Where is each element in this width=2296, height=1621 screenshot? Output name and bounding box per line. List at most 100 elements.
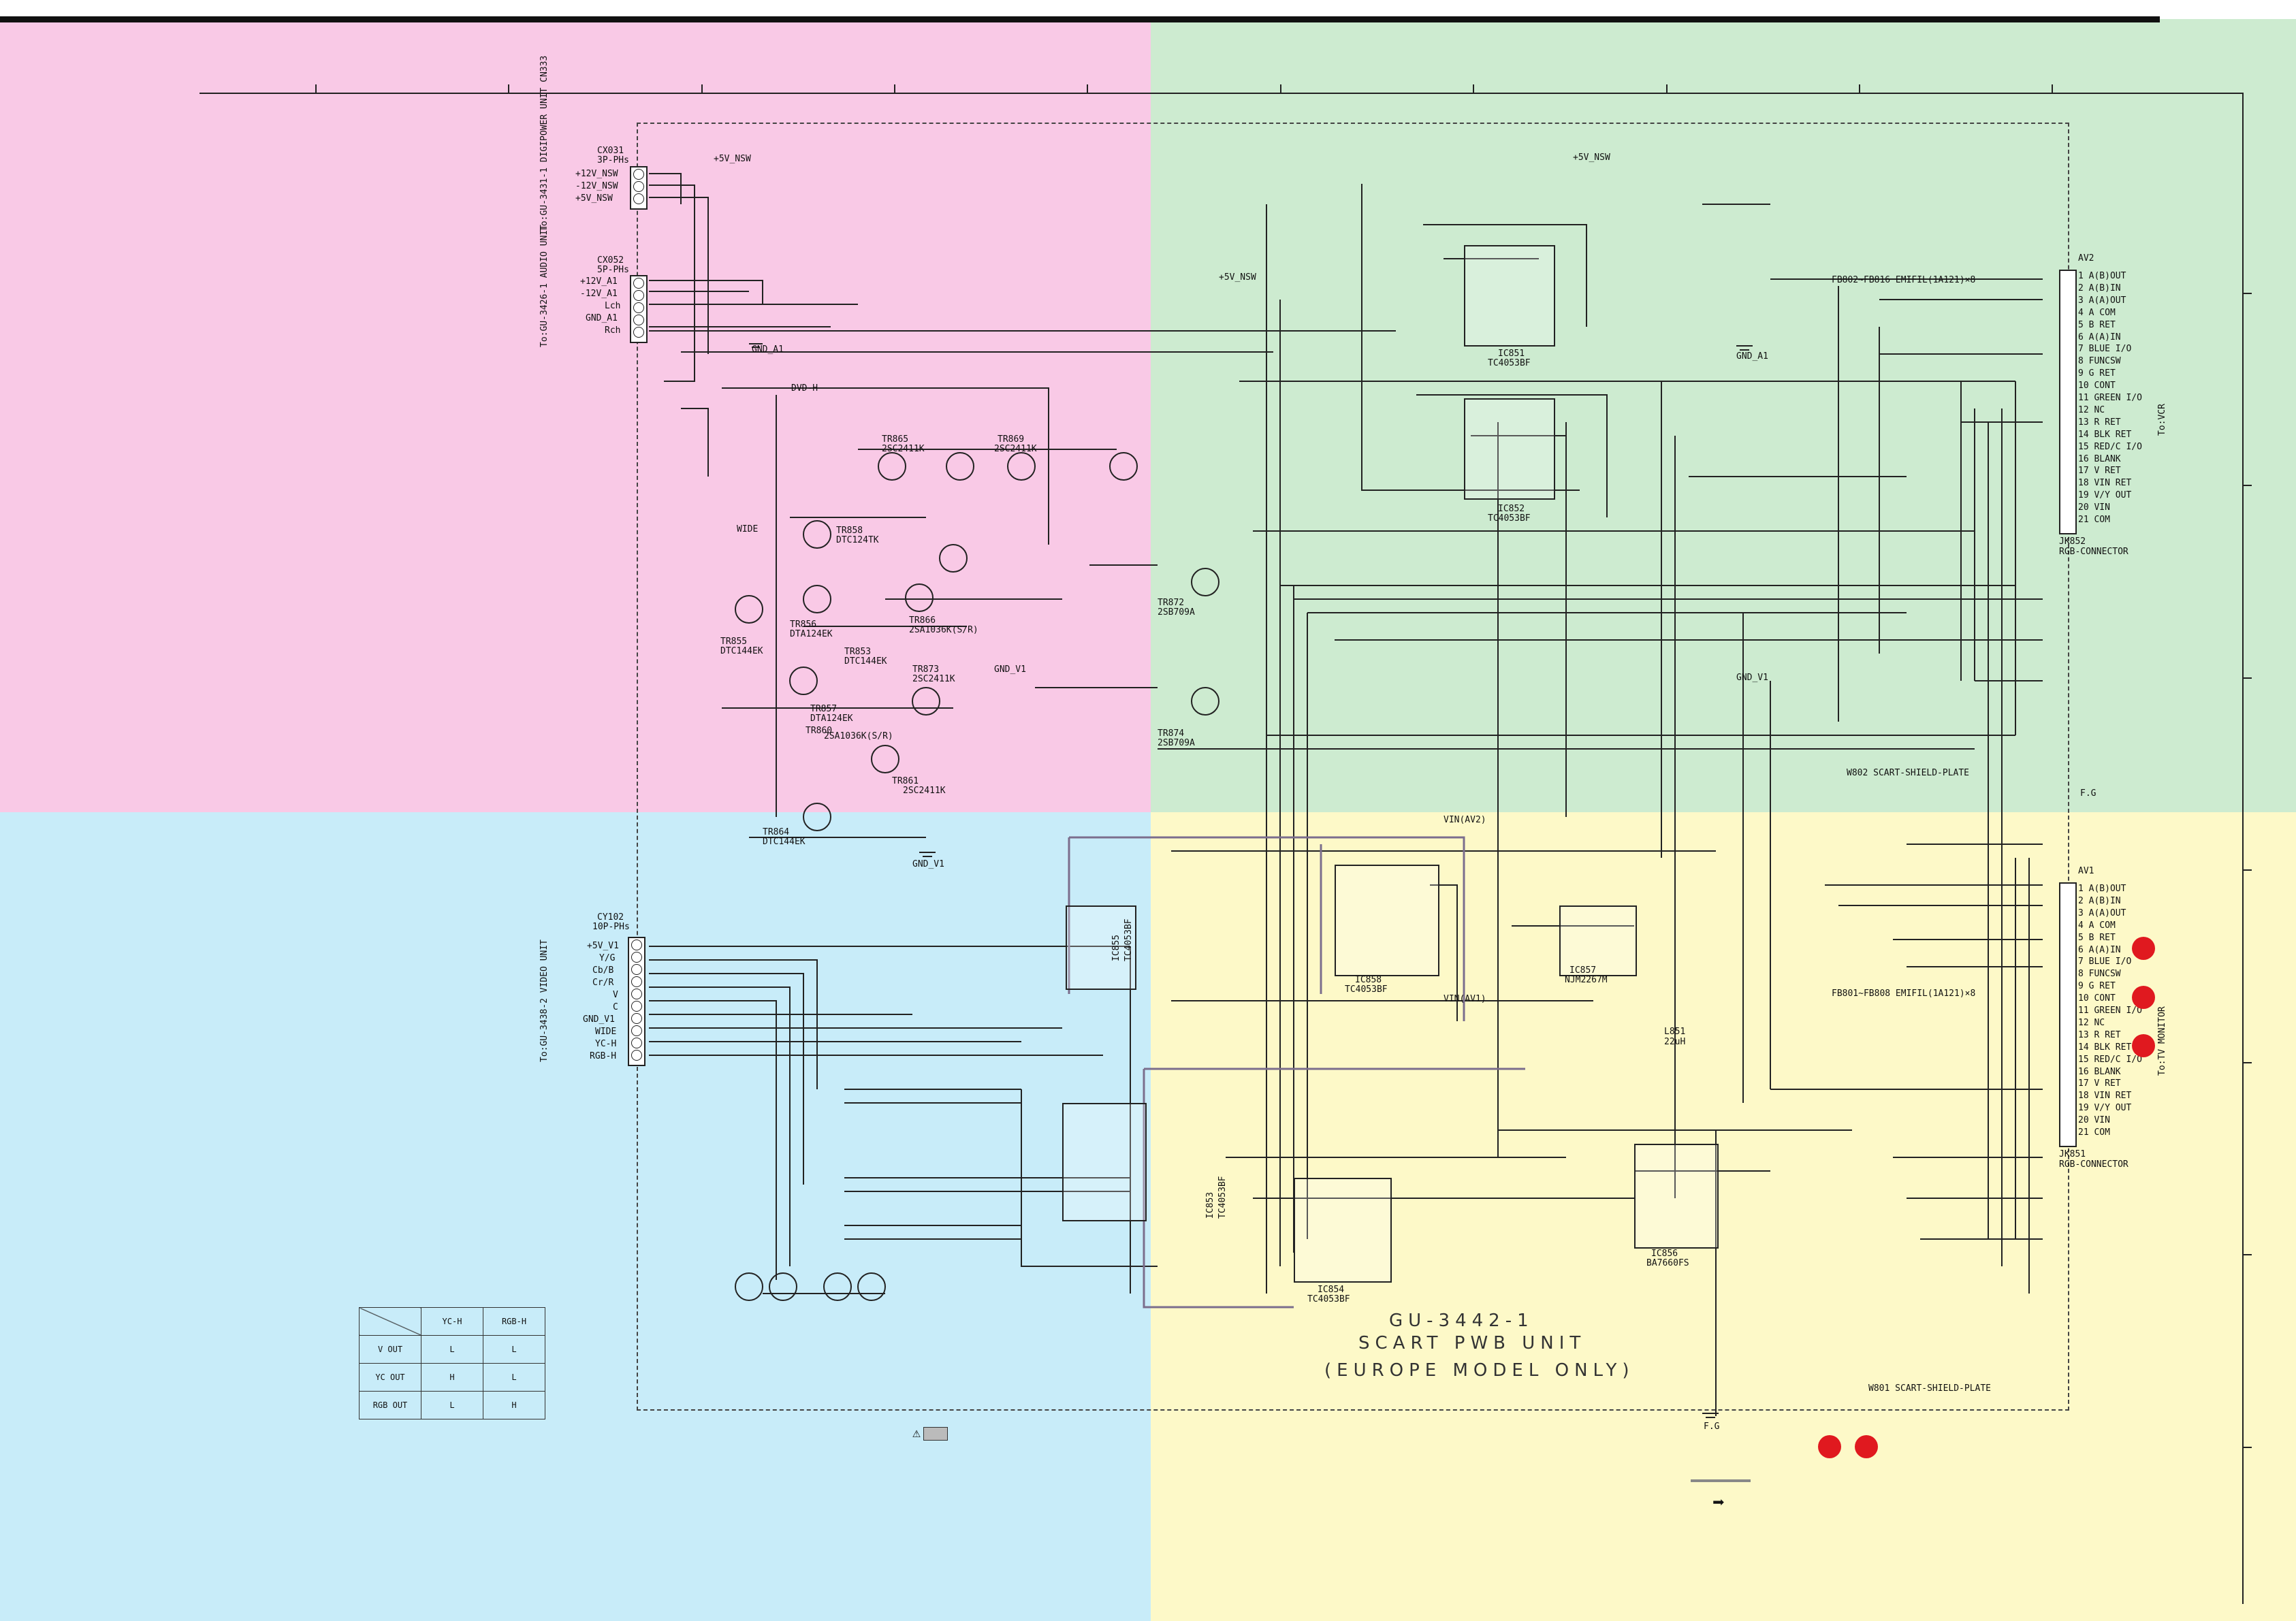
cy102-type: 10P-PHs [592, 922, 630, 932]
transistor-part: 2SC2411K [882, 444, 925, 454]
red-marker-dot [2132, 1034, 2155, 1057]
ground-label: GND_V1 [912, 859, 944, 869]
grid-ruler-right [2242, 93, 2244, 1604]
ic854-ref: IC854 [1318, 1285, 1345, 1295]
ruler-tick [2244, 1062, 2252, 1063]
ruler-tick [1280, 84, 1281, 93]
pwb-outline [637, 123, 2069, 1411]
cx052-pin: Rch [605, 325, 621, 336]
ic854-body [1294, 1178, 1392, 1283]
red-marker-dot [1855, 1435, 1878, 1458]
truth-table-row: YC OUT H L [359, 1363, 545, 1392]
av2-pin-label: 20 VIN [2078, 502, 2110, 513]
av2-pin-label: 7 BLUE I/O [2078, 344, 2132, 355]
av1-connector [2059, 882, 2077, 1147]
truth-cell: L [421, 1391, 483, 1419]
truth-cell: H [421, 1363, 483, 1392]
cx052-pin: Lch [605, 301, 621, 311]
cx031-pin: +12V_NSW [575, 169, 618, 179]
ground-label: GND_A1 [1736, 351, 1768, 362]
av2-pin-label: 5 B RET [2078, 319, 2116, 330]
ic857-ref: IC857 [1569, 965, 1597, 976]
transistor-part: 2SA1036K(S/R) [909, 625, 978, 635]
ruler-tick [894, 84, 895, 93]
cx031-ref: CX031 [597, 146, 624, 156]
av2-ref: AV2 [2078, 253, 2094, 263]
av2-pin-label: 16 BLANK [2078, 453, 2121, 464]
ruler-tick [2052, 84, 2053, 93]
transistor-ref: TR855 [720, 637, 748, 647]
ic851-ref: IC851 [1498, 349, 1525, 359]
net-label: +5V_NSW [714, 154, 751, 164]
transistor-part: 2SA1036K(S/R) [824, 731, 893, 741]
ic858-ref: IC858 [1355, 975, 1382, 985]
av2-pin-label: 6 A(A)IN [2078, 332, 2121, 342]
cx052-pin: GND_A1 [586, 313, 618, 323]
board-subtitle: SCART PWB UNIT [1358, 1333, 1587, 1353]
net-label: VIN(AV1) [1444, 994, 1486, 1004]
av2-pin-label: 3 A(A)OUT [2078, 295, 2126, 306]
transistor-ref: TR861 [892, 776, 919, 786]
cx052-pin: -12V_A1 [580, 289, 618, 299]
ruler-tick [2244, 1254, 2252, 1255]
av2-pin-label: 17 V RET [2078, 466, 2121, 477]
transistor-part: DTC144EK [844, 656, 887, 667]
warning-icon: ⚠ [912, 1424, 948, 1441]
av1-pin-label: 11 GREEN I/O [2078, 1006, 2142, 1016]
transistor-ref: TR857 [810, 704, 838, 714]
cy102-connector [628, 937, 645, 1066]
transistor-part: DTC124TK [836, 535, 879, 545]
ic858-body [1335, 865, 1439, 976]
ic852-body [1464, 398, 1555, 500]
av1-pin-label: 18 VIN RET [2078, 1091, 2132, 1102]
truth-table-row: RGB OUT L H [359, 1391, 545, 1419]
av1-pin-label: 12 NC [2078, 1017, 2105, 1028]
av1-pin-label: 6 A(A)IN [2078, 944, 2121, 955]
av1-pin-label: 17 V RET [2078, 1078, 2121, 1089]
transistor-part: 2SC2411K [912, 674, 955, 684]
ic852-ref: IC852 [1498, 504, 1525, 514]
av2-pin-label: 12 NC [2078, 404, 2105, 415]
net-label: +5V_NSW [1219, 272, 1256, 283]
ruler-tick [2244, 293, 2252, 294]
cy102-pin: WIDE [595, 1027, 617, 1037]
cy102-pin: RGB-H [590, 1051, 617, 1061]
cx031-pin: +5V_NSW [575, 193, 613, 204]
av1-pin-label: 20 VIN [2078, 1115, 2110, 1126]
av1-pin-label: 15 RED/C I/O [2078, 1054, 2142, 1065]
ruler-tick [1859, 84, 1860, 93]
transistor-ref: TR856 [790, 620, 817, 630]
cx052-ref: CX052 [597, 255, 624, 266]
transistor-ref: TR860 [806, 726, 833, 736]
transistor-ref: TR866 [909, 615, 936, 626]
ic852-part: TC4053BF [1488, 513, 1531, 524]
cy102-pin: GND_V1 [583, 1014, 615, 1025]
ground-label: GND_V1 [994, 664, 1026, 675]
transistor-part: DTA124EK [810, 713, 853, 724]
av2-pin-label: 2 A(B)IN [2078, 283, 2121, 293]
cx031-type: 3P-PHs [597, 155, 629, 165]
av1-pin-label: 4 A COM [2078, 920, 2116, 931]
top-border-bar [0, 16, 2160, 22]
truth-table-row: V OUT L L [359, 1335, 545, 1364]
ic853-body [1062, 1103, 1147, 1221]
board-note: (EUROPE MODEL ONLY) [1324, 1360, 1635, 1381]
inductor-label: L851 22uH [1664, 1027, 1686, 1047]
ic851-part: TC4053BF [1488, 358, 1531, 368]
transistor-part: 2SC2411K [903, 786, 946, 796]
transistor-ref: TR858 [836, 526, 863, 536]
truth-cell: L [421, 1335, 483, 1364]
ic855-body [1066, 905, 1136, 990]
net-label: DVD-H [791, 383, 818, 394]
transistor-ref: TR865 [882, 434, 909, 445]
av1-pin-label: 19 V/Y OUT [2078, 1103, 2132, 1114]
grid-ruler-top [200, 93, 2242, 94]
transistor-ref: TR874 [1158, 728, 1185, 739]
av1-pin-label: 14 BLK RET [2078, 1042, 2132, 1053]
av2-connector [2059, 270, 2077, 534]
ruler-tick [2244, 869, 2252, 871]
net-label: +5V_NSW [1573, 153, 1610, 163]
av2-pin-label: 11 GREEN I/O [2078, 393, 2142, 403]
cx031-pin: -12V_NSW [575, 181, 618, 191]
